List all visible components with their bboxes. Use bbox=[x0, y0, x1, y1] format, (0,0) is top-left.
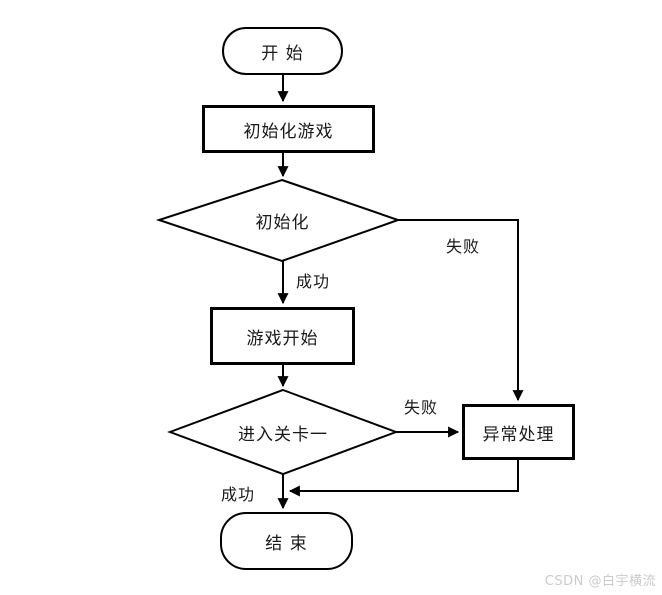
exception-node: 异常处理 bbox=[462, 404, 575, 460]
init-decision-label: 初始化 bbox=[255, 212, 310, 233]
init-game-node: 初始化游戏 bbox=[202, 105, 375, 153]
connector-exception-to-main-line bbox=[288, 460, 519, 497]
level-decision-label: 进入关卡一 bbox=[238, 424, 328, 445]
edge-label-level-success: 成功 bbox=[221, 485, 256, 504]
edge-label-init-success: 成功 bbox=[296, 272, 331, 291]
csdn-watermark: CSDN @白宇横流 bbox=[544, 574, 656, 589]
game-start-node: 游戏开始 bbox=[210, 307, 355, 365]
connector-init-fail-to-exception bbox=[398, 219, 524, 402]
edge-label-init-fail: 失败 bbox=[446, 237, 481, 256]
edge-label-level-fail: 失败 bbox=[404, 398, 439, 417]
end-node: 结 束 bbox=[220, 512, 353, 570]
start-node: 开 始 bbox=[222, 27, 343, 75]
